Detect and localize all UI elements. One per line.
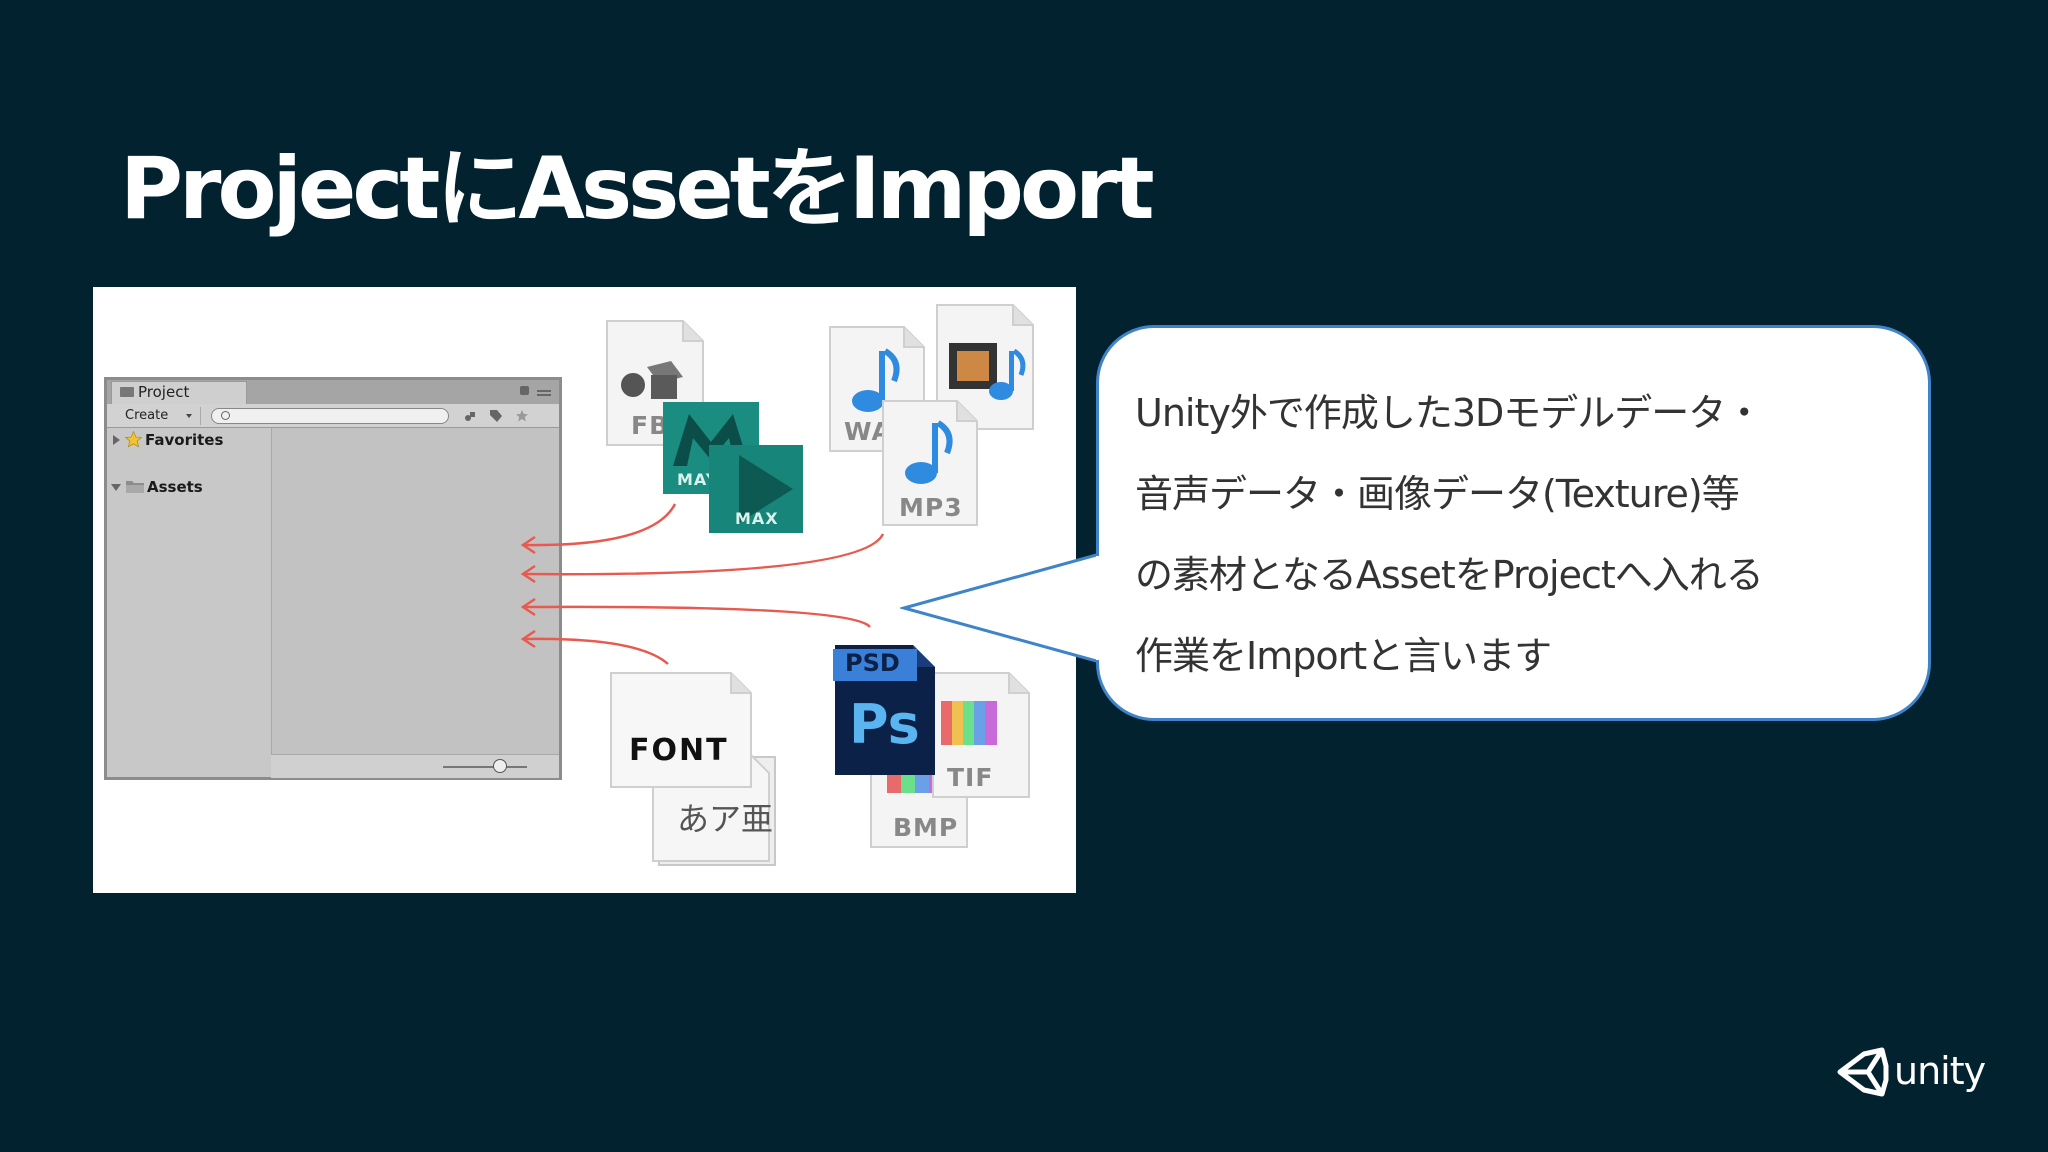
mp3-file-icon: MP3 [881,399,979,527]
callout-pointer-joint [1096,556,1104,660]
chevron-down-icon [186,414,192,418]
collapse-arrow-icon[interactable] [111,484,121,491]
expand-arrow-icon[interactable] [113,435,120,445]
import-illustration: Project Create Favorites [93,287,1076,893]
folder-icon [120,387,134,397]
assets-label: Assets [147,478,203,496]
tree-item-assets[interactable]: Assets [107,475,267,499]
psd-label: PSD [845,649,900,677]
font-label: FONT [629,733,729,768]
tif-file-icon: TIF [931,671,1031,799]
arrow-from-audio [522,533,885,576]
tag-icon[interactable] [489,409,503,423]
zoom-slider-handle[interactable] [493,759,507,773]
video-file-icon [935,303,1035,431]
create-button-label: Create [125,408,169,423]
search-icon [221,411,230,420]
create-button[interactable]: Create [113,407,201,425]
folder-tree: Favorites Assets [107,428,272,777]
tree-item-favorites[interactable]: Favorites [107,428,267,452]
max-file-icon: MAX [709,445,803,533]
callout-line-3: の素材となるAssetをProjectへ入れる [1135,553,1764,597]
font-file-icon: FONT [609,671,753,789]
zoom-slider-track[interactable] [443,766,527,768]
font-sample-label: あア亜 [677,800,774,838]
lock-icon[interactable] [520,386,529,395]
favorites-star-icon [125,431,142,448]
folder-icon [126,481,144,493]
arrow-from-3d [522,503,677,547]
callout-line-2: 音声データ・画像データ(Texture)等 [1135,472,1740,516]
unity-logo-text: unity [1894,1049,1986,1093]
callout-bubble: Unity外で作成した3Dモデルデータ・ 音声データ・画像データ(Texture… [1096,325,1931,721]
star-icon[interactable] [515,409,529,423]
psd-file-icon: PSD Ps [833,643,937,777]
search-input[interactable] [211,408,449,424]
unity-logo-icon [1837,1047,1889,1097]
tif-label: TIF [947,763,994,792]
project-tab[interactable]: Project [111,381,247,404]
project-tab-label: Project [138,383,190,401]
slide-title: ProjectにAssetをImport [120,139,1155,239]
max-label: MAX [735,509,779,528]
filter-by-type-icon[interactable] [463,409,477,423]
callout-line-4: 作業をImportと言います [1135,634,1552,678]
callout-pointer [900,552,1101,664]
panel-menu-icon[interactable] [537,390,551,392]
photoshop-label: Ps [849,693,920,756]
bmp-label: BMP [893,813,959,842]
callout-line-1: Unity外で作成した3Dモデルデータ・ [1135,391,1763,435]
arrow-from-images [522,605,871,628]
import-arrows [520,503,885,665]
panel-footer [271,754,559,778]
panel-toolbar: Create [107,404,559,428]
arrow-from-fonts [522,637,669,665]
mp3-label: MP3 [899,493,963,522]
project-panel: Project Create Favorites [104,377,562,780]
panel-tab-bar: Project [107,380,559,404]
favorites-label: Favorites [145,431,224,449]
